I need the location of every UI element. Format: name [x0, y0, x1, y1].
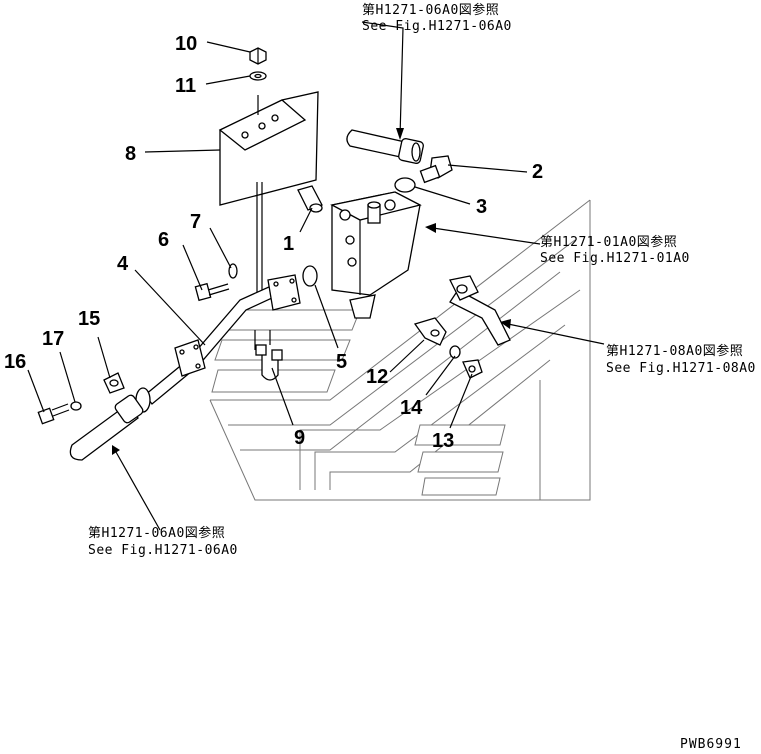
callout-4: 4: [117, 253, 129, 275]
elbow-fitting: [419, 155, 453, 184]
ref-right-en: See Fig.H1271-08A0: [606, 361, 756, 376]
ref-bottom-jp: 第H1271-06A0図参照: [88, 525, 225, 541]
bracket-plate: [218, 91, 319, 206]
ref-right-jp: 第H1271-08A0図参照: [606, 343, 743, 359]
hose-right: [449, 275, 511, 346]
bolt-6: [194, 282, 230, 302]
callout-16: 16: [4, 351, 26, 373]
callout-5: 5: [336, 351, 347, 373]
drawing-code: PWB6991: [680, 737, 742, 752]
valve-block: [330, 191, 422, 319]
ref-mid-jp: 第H1271-01A0図参照: [540, 234, 677, 250]
callout-13: 13: [432, 430, 454, 452]
o-ring-3: [394, 177, 416, 193]
callout-11: 11: [175, 75, 196, 97]
ref-top-en: See Fig.H1271-06A0: [362, 19, 512, 34]
nut: [249, 47, 267, 65]
hose-top: [346, 129, 424, 164]
clamp-13: [462, 359, 483, 379]
ref-mid-en: See Fig.H1271-01A0: [540, 251, 690, 266]
reference-labels: 第H1271-06A0図参照 See Fig.H1271-06A0 第H1271…: [88, 2, 756, 558]
clamp-15: [103, 372, 125, 394]
bolt-16: [37, 403, 70, 425]
callout-2: 2: [532, 161, 543, 183]
callout-3: 3: [476, 196, 487, 218]
callout-labels: 1 2 3 4 5 6 7 8 9 10 11 12 13 14 15 16 1…: [4, 33, 543, 452]
connector-fitting: [297, 185, 323, 213]
callout-9: 9: [294, 427, 305, 449]
callout-14: 14: [400, 397, 423, 419]
u-bolt: [254, 330, 283, 381]
ref-top-jp: 第H1271-06A0図参照: [362, 2, 499, 18]
washer: [249, 71, 267, 81]
machine-body-outline: [209, 199, 591, 501]
callout-leaders: [27, 41, 528, 429]
callout-1: 1: [283, 233, 294, 255]
callout-10: 10: [175, 33, 197, 55]
support-rod: [256, 182, 263, 300]
callout-12: 12: [366, 366, 388, 388]
callout-17: 17: [42, 328, 64, 350]
o-ring-5: [302, 265, 318, 287]
clamp-12: [413, 317, 447, 346]
callout-8: 8: [125, 143, 136, 165]
reference-leaders: [112, 21, 605, 531]
callout-7: 7: [190, 211, 201, 233]
hose-bottom: [69, 394, 144, 461]
ref-bottom-en: See Fig.H1271-06A0: [88, 543, 238, 558]
callout-6: 6: [158, 229, 169, 251]
washer-17: [70, 401, 82, 411]
washer-14: [449, 345, 461, 359]
pipe: [135, 274, 301, 413]
callout-15: 15: [78, 308, 100, 330]
